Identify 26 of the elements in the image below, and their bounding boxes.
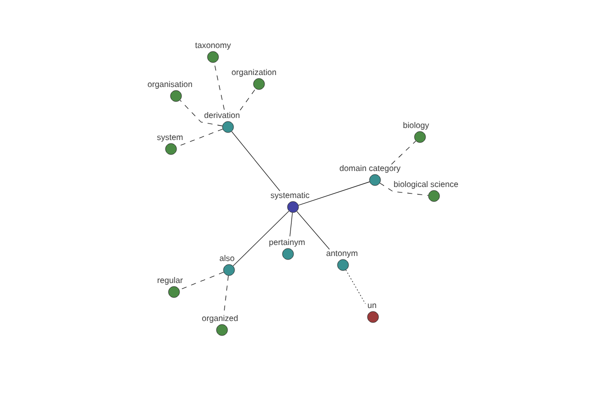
connector-line (180, 100, 223, 126)
node-label: un (368, 304, 376, 308)
node-label: derivation (204, 112, 240, 118)
node-label: regular (158, 277, 183, 285)
node-label: biological science (394, 181, 458, 189)
connector-line (179, 272, 224, 290)
connector-line (240, 88, 256, 110)
node-label: antonym (326, 250, 358, 258)
node-label: domain category (340, 165, 401, 173)
connector-line (380, 182, 429, 196)
connector-line (232, 210, 290, 266)
connector-line (290, 212, 293, 237)
node-label: organized (202, 315, 238, 323)
connector-line (391, 140, 416, 165)
node-label: also (220, 255, 234, 262)
connector-line (346, 270, 366, 304)
node-label: systematic (270, 192, 310, 200)
node-label: taxonomy (195, 42, 231, 50)
connector-line (298, 182, 370, 206)
connector-line (296, 211, 330, 250)
node-label: biology (403, 122, 430, 130)
node-label: organization (232, 69, 276, 77)
node-label: pertainym (269, 239, 305, 247)
node-label: system (157, 134, 183, 142)
node-label: organisation (148, 81, 192, 89)
connector-line (231, 131, 280, 192)
